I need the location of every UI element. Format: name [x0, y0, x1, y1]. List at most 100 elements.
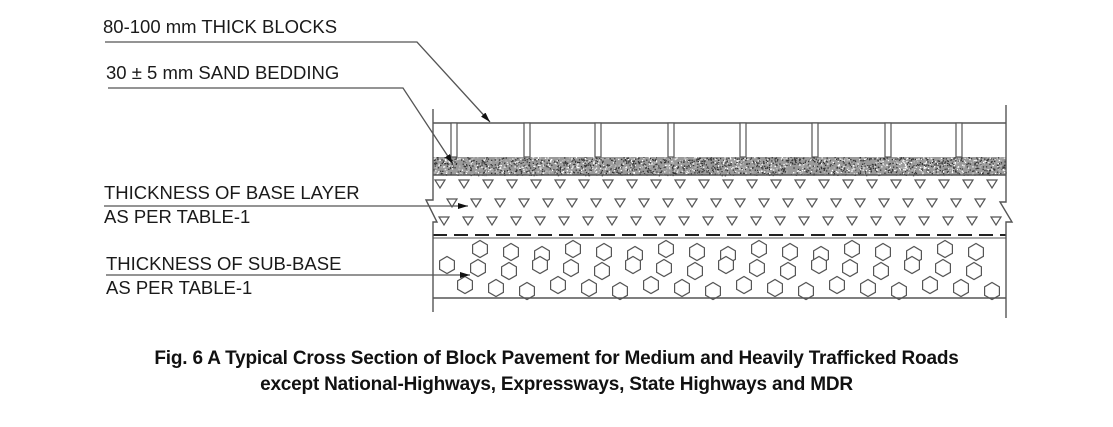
- sand-grain: [781, 165, 783, 167]
- sand-grain: [631, 169, 633, 171]
- sand-grain: [884, 170, 886, 172]
- sand-grain: [919, 166, 922, 169]
- aggregate-triangle: [613, 198, 627, 209]
- sand-grain: [491, 159, 493, 162]
- sand-grain: [506, 161, 508, 164]
- sand-grain: [750, 157, 753, 159]
- sand-grain: [980, 163, 982, 165]
- sand-grain: [483, 161, 485, 163]
- sand-grain: [440, 170, 442, 172]
- sand-grain: [956, 160, 958, 162]
- sand-grain: [557, 167, 559, 169]
- sand-grain: [799, 159, 801, 162]
- sand-grain: [788, 159, 790, 161]
- sand-grain: [690, 168, 692, 171]
- sand-grain: [863, 163, 866, 165]
- sand-grain: [793, 172, 795, 174]
- sand-grain: [715, 163, 717, 165]
- sand-grain: [882, 163, 884, 165]
- sand-grain: [578, 162, 580, 164]
- sand-grain: [931, 173, 933, 175]
- sand-grain: [503, 157, 505, 159]
- sand-grain: [533, 159, 535, 161]
- sand-grain: [548, 171, 550, 173]
- sand-grain: [1003, 165, 1005, 167]
- sand-grain: [818, 173, 821, 175]
- sand-grain: [512, 159, 514, 162]
- sand-grain: [720, 165, 723, 167]
- sand-grain: [908, 163, 910, 166]
- sand-grain: [536, 159, 538, 161]
- sand-grain: [767, 173, 769, 175]
- sand-grain: [677, 170, 679, 172]
- sand-grain: [790, 158, 792, 160]
- sand-grain: [857, 172, 860, 174]
- aggregate-triangle: [457, 179, 471, 190]
- sand-grain: [737, 166, 739, 168]
- sand-grain: [673, 164, 675, 167]
- sand-grain: [557, 159, 559, 162]
- sand-grain: [831, 172, 833, 174]
- aggregate-hexagon: [967, 242, 985, 262]
- sand-grain: [923, 166, 926, 168]
- sand-grain: [839, 157, 841, 159]
- sand-grain: [959, 172, 962, 174]
- sand-grain: [984, 167, 986, 169]
- sand-grain: [632, 169, 635, 171]
- sand-grain: [643, 163, 645, 165]
- aggregate-triangle: [757, 198, 771, 209]
- sand-grain: [605, 166, 607, 168]
- sand-grain: [470, 168, 472, 170]
- sand-grain: [743, 159, 745, 161]
- sand-grain: [909, 157, 911, 160]
- sand-grain: [905, 166, 907, 168]
- sand-grain: [905, 164, 907, 166]
- sand-grain: [438, 160, 440, 162]
- sand-grain: [512, 158, 515, 160]
- sand-grain: [816, 165, 819, 168]
- sand-grain: [736, 160, 739, 162]
- sand-grain: [891, 159, 894, 161]
- sand-grain: [843, 169, 845, 172]
- sand-grain: [703, 159, 705, 161]
- sand-grain: [798, 164, 801, 166]
- sand-grain: [595, 162, 597, 164]
- sand-grain: [974, 162, 976, 164]
- sand-grain: [570, 170, 572, 172]
- sand-grain: [503, 165, 506, 167]
- sand-grain: [569, 172, 571, 174]
- sand-grain: [854, 166, 856, 168]
- sand-grain: [731, 162, 733, 164]
- sand-grain: [668, 158, 671, 161]
- sand-grain: [508, 170, 510, 173]
- sand-grain: [930, 165, 933, 168]
- sand-grain: [987, 172, 989, 175]
- sand-grain: [900, 157, 902, 160]
- sand-grain: [468, 166, 470, 168]
- sand-grain: [915, 172, 918, 175]
- sand-grain: [551, 169, 554, 171]
- sand-grain: [517, 158, 519, 160]
- sand-grain: [691, 163, 693, 166]
- sand-grain: [554, 171, 556, 173]
- sand-grain: [752, 165, 754, 167]
- aggregate-triangle: [845, 216, 859, 227]
- sand-grain: [796, 170, 799, 172]
- sand-grain: [843, 162, 845, 164]
- sand-grain: [853, 165, 855, 168]
- sand-grain: [558, 167, 560, 169]
- sand-grain: [938, 160, 940, 162]
- sand-grain: [572, 166, 574, 168]
- sand-grain: [511, 171, 514, 173]
- sand-grain: [475, 161, 478, 163]
- sand-grain: [758, 162, 760, 164]
- sand-grain: [958, 173, 961, 175]
- sand-grain: [876, 168, 878, 171]
- sand-grain: [595, 160, 597, 162]
- sand-grain: [941, 161, 943, 163]
- sand-grain: [701, 160, 704, 162]
- sand-grain: [490, 163, 492, 166]
- aggregate-triangle: [605, 216, 619, 227]
- aggregate-triangle: [493, 198, 507, 209]
- sand-grain: [601, 171, 604, 173]
